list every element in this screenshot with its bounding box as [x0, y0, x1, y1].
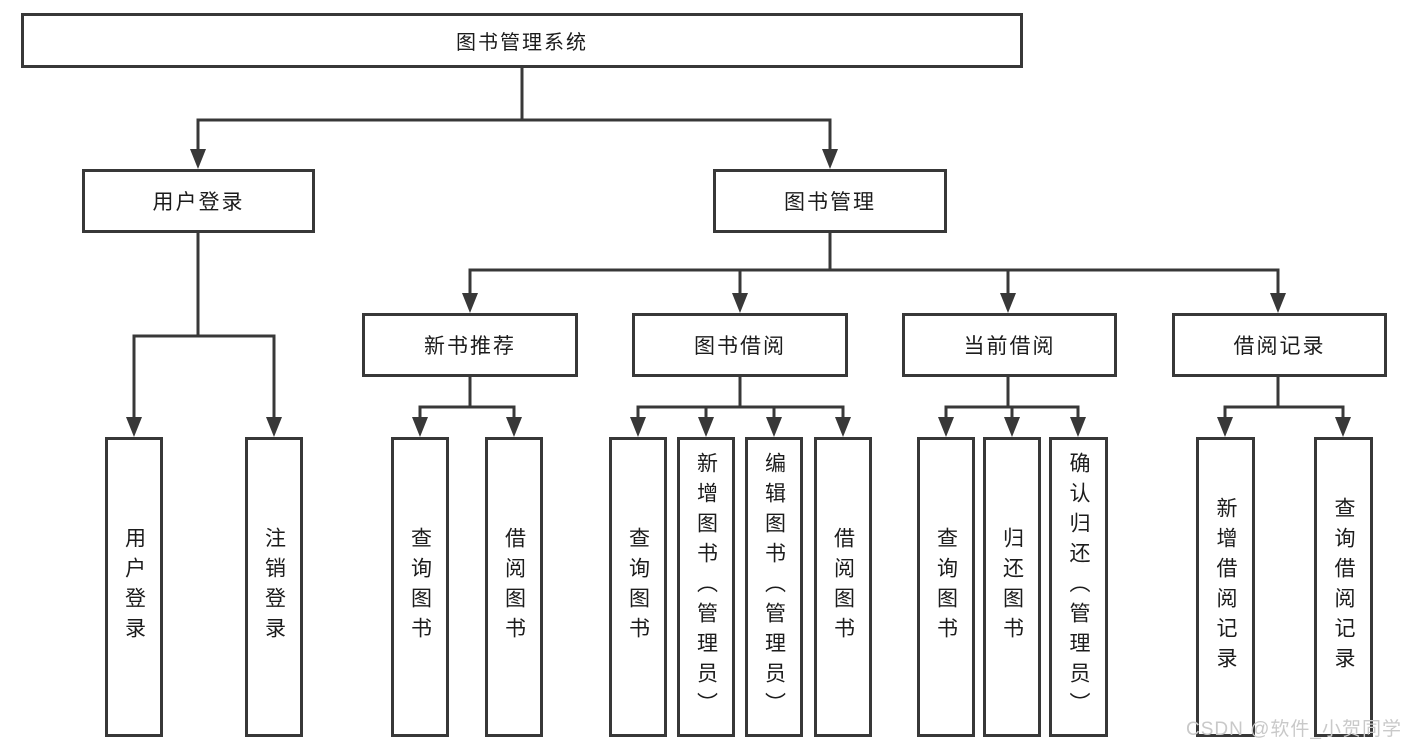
- node-label: 借阅记录: [1233, 335, 1326, 358]
- leaf-label: 新增图书（管理员）: [694, 452, 718, 722]
- leaf-edit-book-admin: 编辑图书（管理员）: [745, 437, 803, 737]
- node-root-label: 图书管理系统: [456, 32, 588, 54]
- node-label: 当前借阅: [963, 335, 1056, 358]
- node-label: 图书管理: [784, 191, 876, 214]
- leaf-borrow-books: 借阅图书: [485, 437, 543, 737]
- arrowhead-icons: [126, 149, 1351, 437]
- leaf-logout: 注销登录: [245, 437, 303, 737]
- leaf-label: 借阅图书: [502, 527, 526, 647]
- leaf-label: 借阅图书: [831, 527, 855, 647]
- node-label: 图书借阅: [694, 335, 786, 358]
- leaf-borrow-books: 借阅图书: [814, 437, 872, 737]
- node-book-management: 图书管理: [713, 169, 947, 233]
- leaf-label: 编辑图书（管理员）: [762, 452, 786, 722]
- leaf-label: 归还图书: [1000, 527, 1024, 647]
- leaf-user-login: 用户登录: [105, 437, 163, 737]
- leaf-label: 确认归还（管理员）: [1067, 452, 1090, 722]
- leaf-label: 查询图书: [408, 527, 432, 647]
- leaf-query-books: 查询图书: [917, 437, 975, 737]
- node-current-borrowing: 当前借阅: [902, 313, 1117, 377]
- csdn-watermark: CSDN @软件_小贺同学: [1186, 719, 1402, 740]
- leaf-label: 查询借阅记录: [1332, 497, 1355, 677]
- leaf-return-book: 归还图书: [983, 437, 1041, 737]
- leaf-label: 用户登录: [122, 527, 146, 647]
- leaf-label: 查询图书: [934, 527, 958, 647]
- node-label: 用户登录: [152, 191, 245, 214]
- leaf-query-borrow-record: 查询借阅记录: [1314, 437, 1373, 737]
- leaf-add-borrow-record: 新增借阅记录: [1196, 437, 1255, 737]
- leaf-query-books: 查询图书: [609, 437, 667, 737]
- node-user-login: 用户登录: [82, 169, 315, 233]
- leaf-confirm-return-admin: 确认归还（管理员）: [1049, 437, 1108, 737]
- leaf-label: 新增借阅记录: [1214, 497, 1237, 677]
- leaf-query-books: 查询图书: [391, 437, 449, 737]
- node-label: 新书推荐: [424, 335, 516, 358]
- node-new-book-recommendation: 新书推荐: [362, 313, 578, 377]
- leaf-add-book-admin: 新增图书（管理员）: [677, 437, 735, 737]
- leaf-label: 查询图书: [626, 527, 650, 647]
- node-book-borrowing: 图书借阅: [632, 313, 848, 377]
- node-borrowing-records: 借阅记录: [1172, 313, 1387, 377]
- leaf-label: 注销登录: [262, 527, 286, 647]
- node-root-system: 图书管理系统: [21, 13, 1023, 68]
